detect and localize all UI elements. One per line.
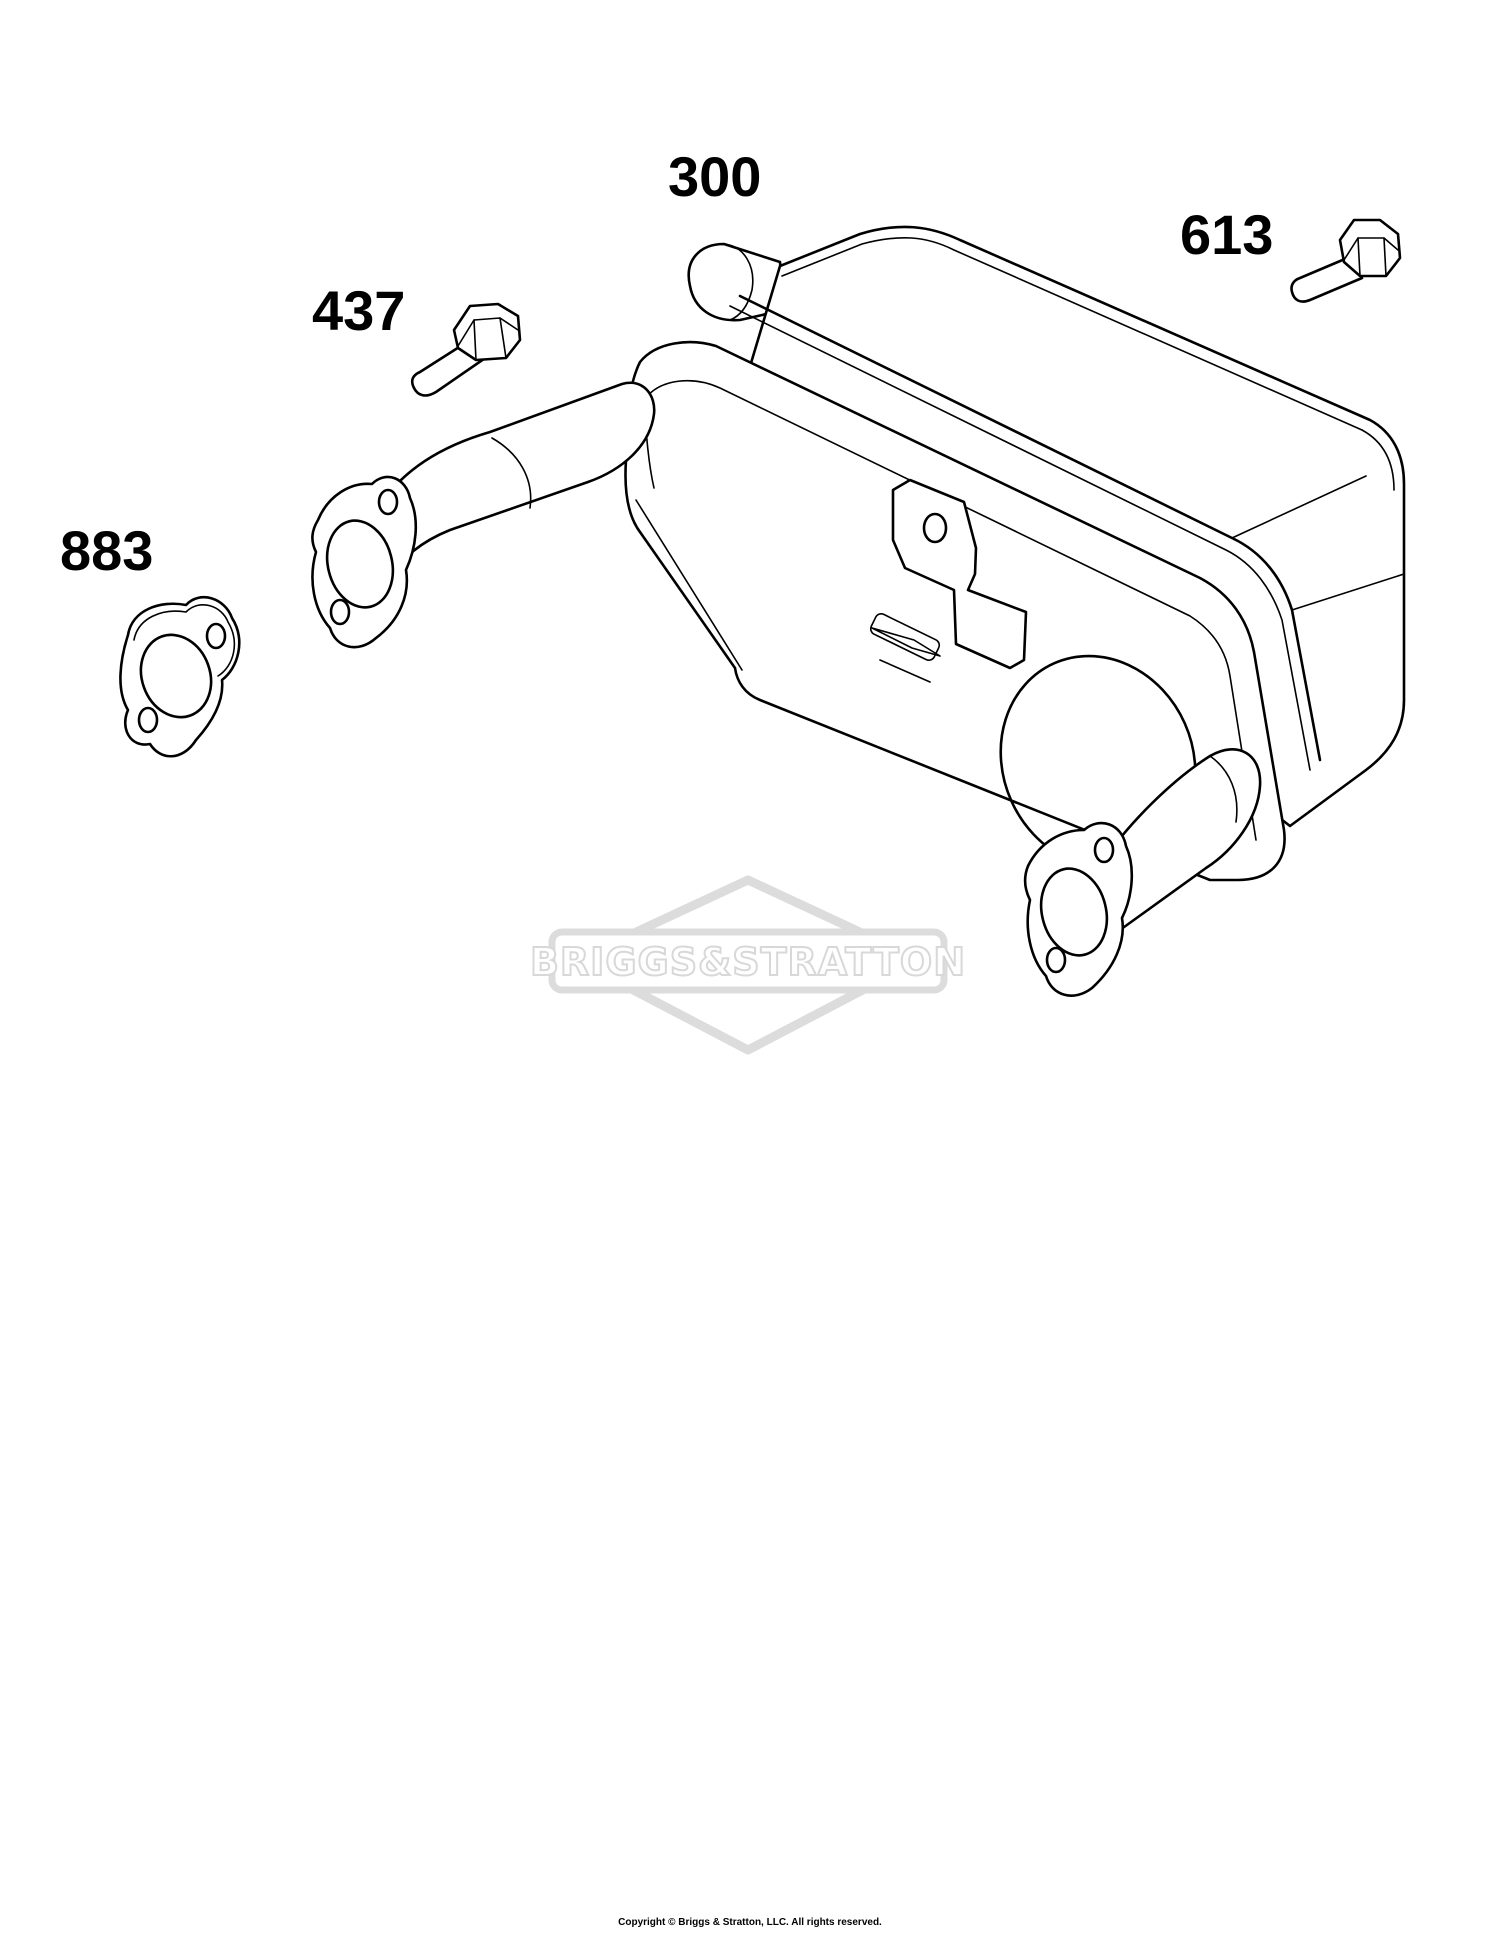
screw-part-left	[410, 302, 522, 397]
briggs-stratton-watermark-logo: BRIGGS&STRATTON	[529, 875, 966, 1055]
callout-437: 437	[312, 279, 405, 342]
copyright-notice: Copyright © Briggs & Stratton, LLC. All …	[618, 1917, 882, 1928]
gasket-part	[119, 595, 241, 758]
watermark-text: BRIGGS&STRATTON	[530, 940, 966, 984]
callout-613: 613	[1180, 203, 1273, 266]
callout-883: 883	[60, 519, 153, 582]
callout-300: 300	[668, 145, 761, 208]
muffler-part	[311, 225, 1406, 997]
screw-part-upper	[1290, 218, 1402, 303]
